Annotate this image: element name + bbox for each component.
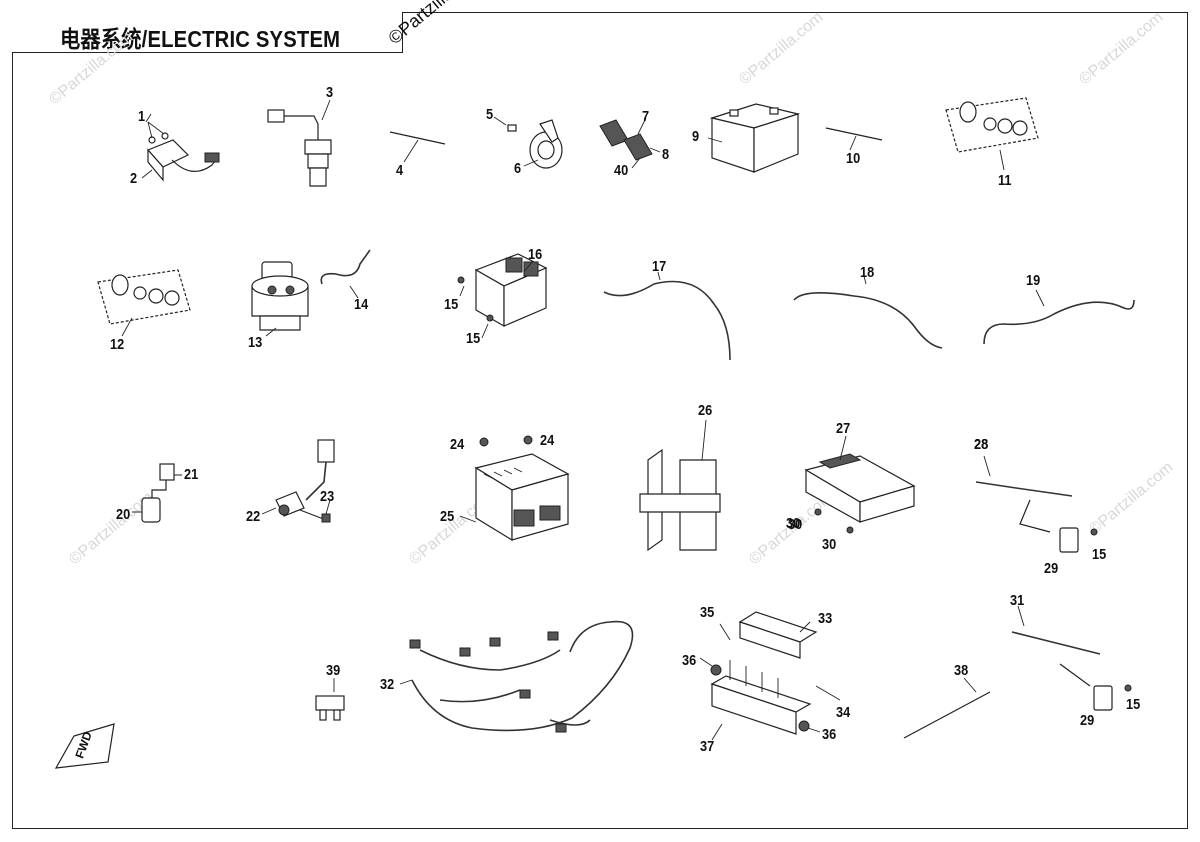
part-rod-10	[825, 127, 883, 151]
callout-30: 30	[822, 536, 837, 553]
callout-6: 6	[514, 160, 522, 177]
callout-13: 13	[248, 334, 263, 351]
callout-34: 34	[836, 704, 851, 721]
part-sensor-28	[975, 455, 1098, 553]
callout-28: 28	[974, 436, 989, 453]
callout-7: 7	[642, 108, 650, 125]
part-switch-20	[132, 463, 182, 523]
callout-36: 36	[822, 726, 837, 743]
part-rod-4	[389, 131, 446, 163]
part-cable-18	[793, 275, 943, 349]
callout-9: 9	[692, 128, 700, 145]
part-fuse-box	[699, 611, 841, 741]
part-wire-harness	[399, 620, 634, 733]
callout-38: 38	[954, 662, 969, 679]
callout-1: 1	[138, 108, 146, 125]
callout-26: 26	[698, 402, 713, 419]
part-horn	[493, 116, 563, 169]
title-box	[12, 12, 403, 53]
callout-37: 37	[700, 738, 715, 755]
fwd-arrow-icon	[54, 723, 115, 769]
callout-25: 25	[440, 508, 455, 525]
callout-23: 23	[320, 488, 335, 505]
callout-36: 36	[682, 652, 697, 669]
part-battery	[707, 103, 801, 173]
callout-27: 27	[836, 420, 851, 437]
callout-16: 16	[528, 246, 543, 263]
callout-24: 24	[450, 436, 465, 453]
callout-30: 30	[788, 516, 803, 533]
part-sensor-22	[261, 439, 335, 523]
callout-29: 29	[1080, 712, 1095, 729]
callout-8: 8	[662, 146, 670, 163]
callout-11: 11	[998, 172, 1012, 189]
callout-28: 28	[974, 436, 989, 453]
callout-12: 12	[110, 336, 125, 353]
callout-4: 4	[396, 162, 404, 179]
callout-3: 3	[326, 84, 334, 101]
part-solenoid	[251, 261, 309, 337]
callout-40: 40	[614, 162, 629, 179]
callout-15: 15	[444, 296, 459, 313]
part-cable-17	[603, 271, 731, 361]
callout-39: 39	[326, 662, 341, 679]
callout-14: 14	[354, 296, 369, 313]
part-kit-11	[945, 97, 1039, 171]
callout-32: 32	[380, 676, 395, 693]
diagram-frame	[12, 12, 1188, 829]
diagram-title: 电器系统/ELECTRIC SYSTEM	[60, 26, 341, 52]
callout-31: 31	[1010, 592, 1025, 609]
callout-19: 19	[1026, 272, 1041, 289]
part-relay	[141, 113, 220, 182]
callout-21: 21	[184, 466, 199, 483]
part-regulator	[459, 435, 570, 542]
part-connectors	[599, 117, 661, 169]
callout-29: 29	[1044, 560, 1059, 577]
part-rod-38	[903, 677, 991, 739]
callout-33: 33	[818, 610, 833, 627]
callout-5: 5	[486, 106, 494, 123]
part-sensor-switch	[267, 99, 332, 187]
part-sensor-31	[1011, 605, 1132, 711]
part-cable-19	[983, 289, 1135, 345]
callout-2: 2	[130, 170, 138, 187]
part-ecu	[804, 435, 916, 534]
callout-15: 15	[1126, 696, 1141, 713]
callout-18: 18	[860, 264, 875, 281]
callout-15: 15	[1092, 546, 1107, 563]
part-bracket-26	[639, 419, 721, 552]
callout-30: 30	[786, 515, 801, 532]
callout-10: 10	[846, 150, 861, 167]
part-fuse-39	[315, 678, 345, 721]
part-cdi	[457, 253, 548, 339]
callout-17: 17	[652, 258, 667, 275]
callout-24: 24	[540, 432, 555, 449]
part-kit-12	[97, 269, 191, 337]
callout-20: 20	[116, 506, 131, 523]
callout-15: 15	[466, 330, 481, 347]
callout-22: 22	[246, 508, 261, 525]
part-cable-14	[320, 249, 371, 299]
callout-35: 35	[700, 604, 715, 621]
